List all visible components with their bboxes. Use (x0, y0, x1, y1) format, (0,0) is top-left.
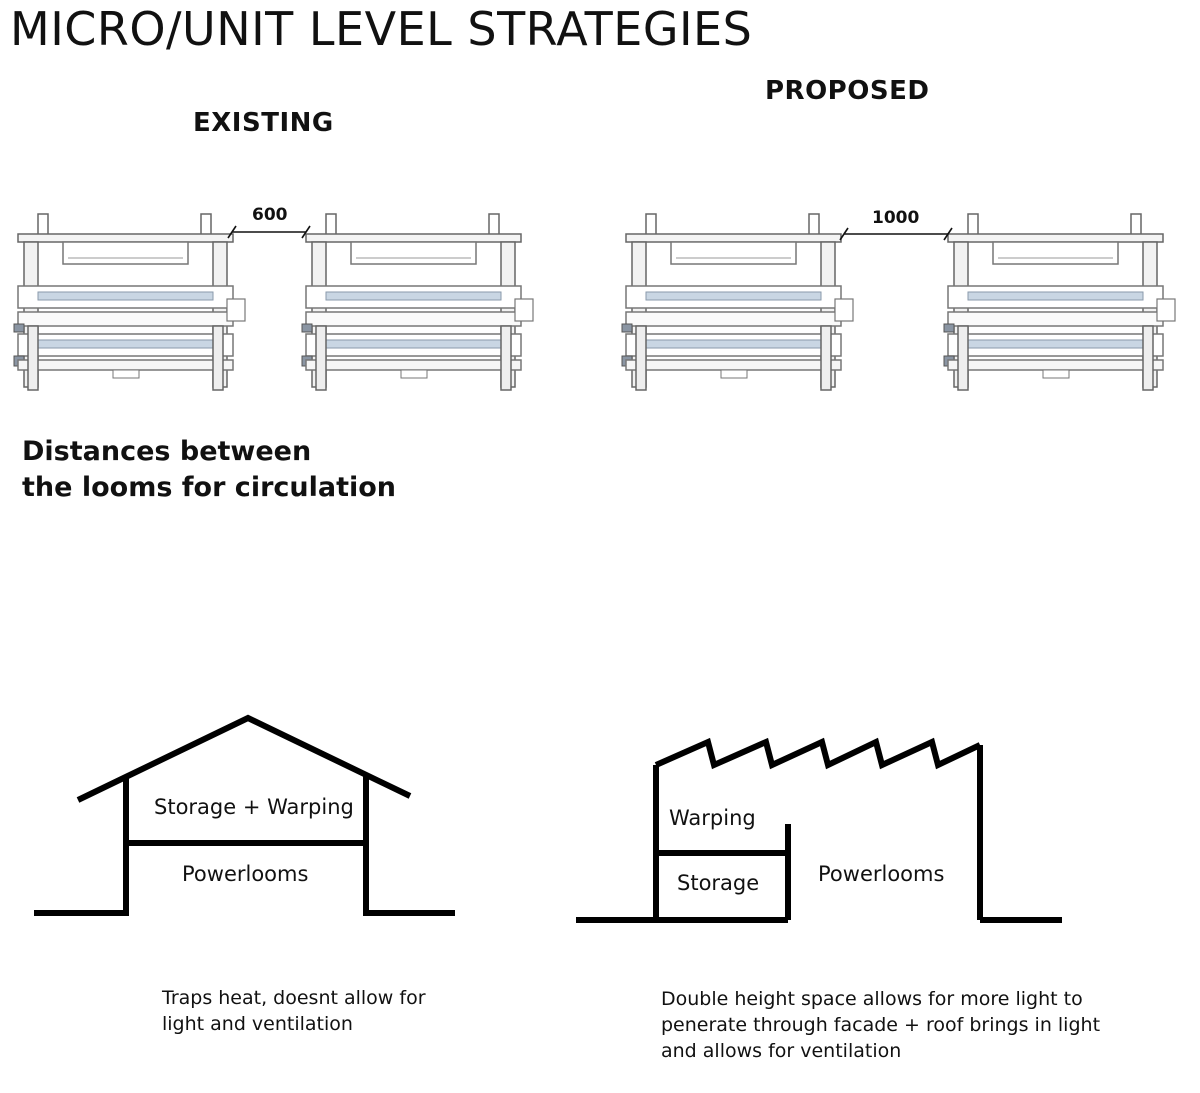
dimension-line-proposed (839, 227, 953, 241)
room-label-powerlooms-existing: Powerlooms (182, 862, 309, 886)
dimension-label-proposed: 1000 (872, 208, 920, 228)
loom-existing-right (301, 213, 534, 391)
room-label-powerlooms-proposed: Powerlooms (818, 862, 945, 886)
section-existing (34, 714, 455, 916)
page-title: MICRO/UNIT LEVEL STRATEGIES (10, 2, 753, 56)
circulation-caption: Distances between the looms for circulat… (22, 436, 397, 503)
section-proposed (576, 737, 1062, 923)
room-label-warping: Warping (669, 806, 756, 830)
loom-existing-left (13, 213, 246, 391)
loom-proposed-right (943, 213, 1176, 391)
existing-heading: EXISTING (193, 108, 334, 138)
proposed-heading: PROPOSED (765, 76, 930, 106)
note-existing: Traps heat, doesnt allow for light and v… (162, 987, 426, 1035)
dimension-label-existing: 600 (252, 205, 288, 225)
room-label-storage-warping: Storage + Warping (154, 795, 354, 819)
room-label-storage: Storage (677, 871, 760, 895)
loom-proposed-left (621, 213, 854, 391)
note-proposed: Double height space allows for more ligh… (661, 988, 1101, 1062)
dimension-line-existing (227, 225, 311, 239)
